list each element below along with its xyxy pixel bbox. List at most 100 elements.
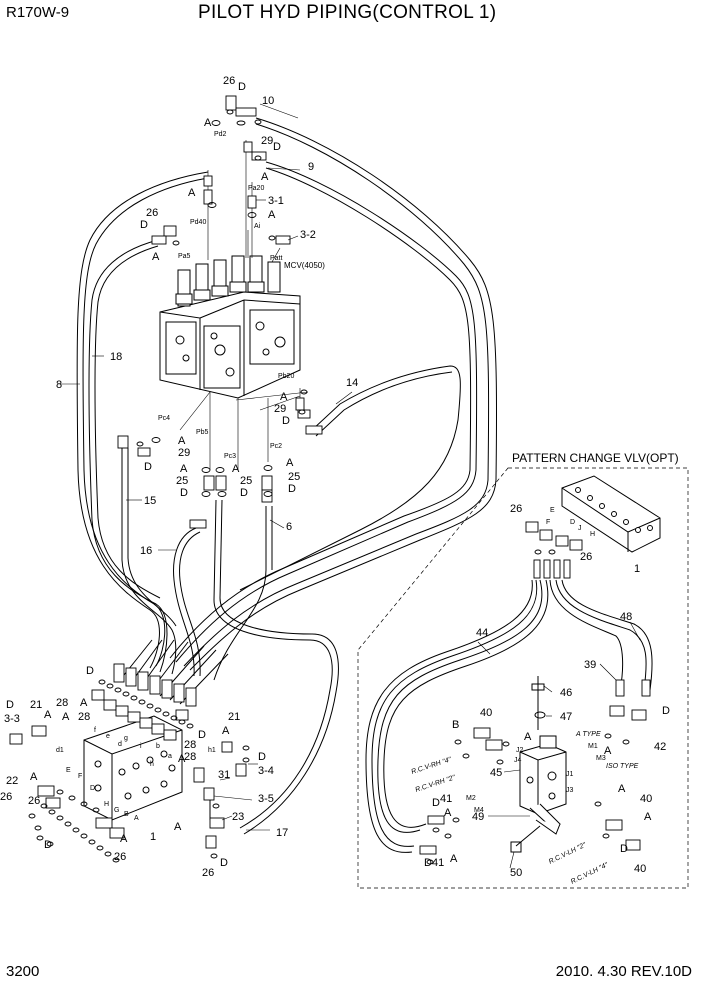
page-title: PILOT HYD PIPING(CONTROL 1) <box>198 2 497 23</box>
label-26: 26 <box>510 503 522 515</box>
port-letter-f: f <box>94 727 96 734</box>
label-21: 21 <box>30 699 42 711</box>
port-pb20: Pb20 <box>278 373 294 380</box>
label-d: D <box>86 665 94 677</box>
port-pd40: Pd40 <box>190 219 206 226</box>
rcv-rh2-label: R.C.V-RH "2" <box>414 774 456 794</box>
hose-10-b <box>183 123 490 667</box>
label-26: 26 <box>580 551 592 563</box>
port-letter-g: g <box>124 735 128 742</box>
label-26: 26 <box>146 207 158 219</box>
port-letter-E: E <box>66 767 71 774</box>
label-a: A <box>188 187 196 199</box>
label-a: A <box>80 697 88 709</box>
label-49: 49 <box>472 811 484 823</box>
label-d: D <box>198 729 206 741</box>
pattern-manifold-1 <box>561 475 661 553</box>
label-25: 25 <box>288 471 300 483</box>
hose-9 <box>175 161 478 663</box>
port-j2: J2 <box>516 747 524 754</box>
port-m1: M1 <box>588 743 598 750</box>
port-ai: Ai <box>254 223 261 230</box>
hose-44-d <box>365 579 533 853</box>
label-40: 40 <box>634 863 646 875</box>
label-31: 31 <box>218 769 230 781</box>
hose-16-b <box>179 531 201 677</box>
label-a: A <box>222 725 230 737</box>
a-type-label: A TYPE <box>575 731 601 738</box>
label-26: 26 <box>114 851 126 863</box>
label-a: A <box>180 463 188 475</box>
label-a: A <box>44 709 52 721</box>
hose-10 <box>189 117 497 671</box>
label-a: A <box>618 783 626 795</box>
label-d: D <box>282 415 290 427</box>
hose-44-c <box>371 579 538 847</box>
label-26: 26 <box>28 795 40 807</box>
label-d: D <box>6 699 14 711</box>
port-letter-B: B <box>124 811 129 818</box>
label-14: 14 <box>346 377 358 389</box>
label-28: 28 <box>184 751 196 763</box>
port-letter-d: d <box>118 741 122 748</box>
page-number: 3200 <box>6 963 40 980</box>
label-d: D <box>140 219 148 231</box>
label-50: 50 <box>510 867 522 879</box>
hose-8 <box>76 171 209 669</box>
label-28: 28 <box>78 711 90 723</box>
label-10: 10 <box>262 95 274 107</box>
label-d: D <box>424 857 432 869</box>
label-40: 40 <box>640 793 652 805</box>
rcv-rh4-label: R.C.V-RH "4" <box>410 756 452 776</box>
hose-17-b <box>219 499 339 835</box>
label-a: A <box>152 251 160 263</box>
port-h1: h1 <box>208 747 216 754</box>
label-a: A <box>178 435 186 447</box>
label-d: D <box>620 843 628 855</box>
hose-17 <box>213 499 333 829</box>
revision-date: 2010. 4.30 REV.10D <box>555 963 692 980</box>
hose-48 <box>555 579 647 691</box>
port-pF: F <box>546 519 550 526</box>
label-45: 45 <box>490 767 502 779</box>
rcv-lh2-label: R.C.V-LH "2" <box>548 842 588 866</box>
hose-39 <box>549 579 624 691</box>
label-3-2: 3-2 <box>300 229 316 241</box>
pilot-valve-block-1 <box>83 715 183 821</box>
port-letter-b: b <box>156 743 160 750</box>
label-3-5: 3-5 <box>258 793 274 805</box>
label-39: 39 <box>584 659 596 671</box>
hose-14-b <box>315 371 453 437</box>
label-41: 41 <box>432 857 444 869</box>
label-a: A <box>232 463 240 475</box>
port-pa5: Pa5 <box>178 253 191 260</box>
label-3-3: 3-3 <box>4 713 20 725</box>
label-d: D <box>288 483 296 495</box>
port-letter-H: H <box>104 801 109 808</box>
hose-18-b <box>94 245 161 599</box>
port-m2: M2 <box>466 795 476 802</box>
label-d: D <box>258 751 266 763</box>
port-pc3: Pc3 <box>224 453 236 460</box>
label-18: 18 <box>110 351 122 363</box>
hose-48-b <box>561 579 653 691</box>
label-26: 26 <box>202 867 214 879</box>
label-a: A <box>174 821 182 833</box>
rcv-lh4-label: R.C.V-LH "4" <box>570 862 610 886</box>
label-d: D <box>180 487 188 499</box>
label-16: 16 <box>140 545 152 557</box>
label-8: 8 <box>56 379 62 391</box>
port-letter-a: a <box>168 753 172 760</box>
hose-15 <box>121 448 177 675</box>
label-23: 23 <box>232 811 244 823</box>
hose-lines <box>76 117 653 853</box>
hose-44 <box>377 579 543 833</box>
port-pH: H <box>590 531 595 538</box>
main-control-valve <box>159 255 301 399</box>
label-a: A <box>62 711 70 723</box>
label-a: A <box>268 209 276 221</box>
model-number: R170W-9 <box>6 4 70 21</box>
label-a: A <box>444 807 452 819</box>
label-3-1: 3-1 <box>268 195 284 207</box>
port-letter-i: i <box>140 743 142 750</box>
